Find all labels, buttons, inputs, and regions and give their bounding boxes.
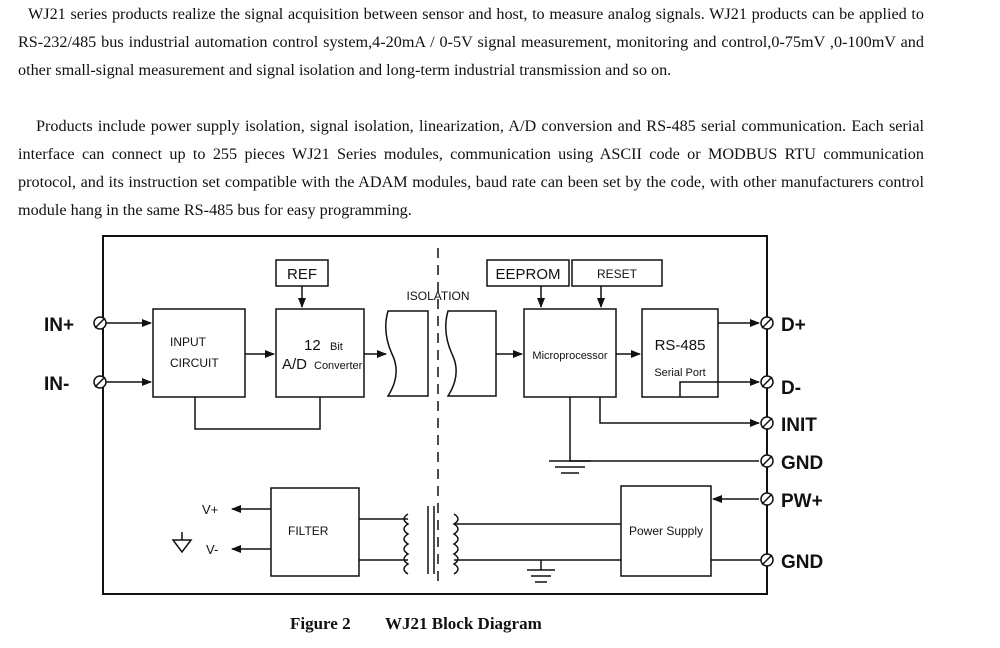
- microprocessor-box: [523, 308, 617, 398]
- figure-title: WJ21 Block Diagram: [385, 614, 542, 633]
- v-plus-label: V+: [202, 502, 218, 517]
- terminal-pw-plus-icon: [760, 492, 774, 506]
- v-minus-label: V-: [206, 542, 218, 557]
- ref-label: REF: [287, 266, 317, 283]
- serial-port-label: Serial Port: [654, 367, 705, 379]
- ground-icon-top: [549, 460, 591, 474]
- terminal-d-minus-icon: [760, 375, 774, 389]
- filter-box: [270, 487, 360, 577]
- terminal-init-label: INIT: [781, 415, 817, 436]
- adc-bit-unit: Bit: [330, 341, 343, 353]
- ground-icon-bottom: [527, 569, 555, 583]
- input-circuit-line2: CIRCUIT: [170, 356, 219, 370]
- ref-box: [275, 259, 329, 287]
- terminal-d-minus-label: D-: [781, 378, 801, 399]
- rs485-label: RS-485: [655, 337, 706, 354]
- isolation-label: ISOLATION: [406, 289, 469, 303]
- module-outline: [102, 235, 768, 595]
- microprocessor-label: Microprocessor: [532, 350, 608, 362]
- terminal-gnd-bottom-icon: [760, 553, 774, 567]
- adc-converter: Converter: [314, 360, 363, 372]
- adc-bits: 12: [304, 337, 321, 354]
- terminal-gnd-bottom-label: GND: [781, 552, 823, 573]
- terminal-in-plus-label: IN+: [44, 315, 74, 336]
- power-supply-box: [620, 485, 712, 577]
- intro-paragraph: WJ21 series products realize the signal …: [18, 5, 924, 79]
- figure-number: Figure 2: [290, 614, 351, 633]
- terminal-in-minus-label: IN-: [44, 374, 69, 395]
- terminal-in-plus-icon: [93, 316, 107, 330]
- terminal-d-plus-label: D+: [781, 315, 806, 336]
- input-circuit-box: [152, 308, 246, 398]
- terminal-d-plus-icon: [760, 316, 774, 330]
- adc-ad: A/D: [282, 356, 307, 373]
- filter-label: FILTER: [288, 524, 329, 538]
- terminal-gnd-top-label: GND: [781, 453, 823, 474]
- reset-box: [571, 259, 663, 287]
- terminal-in-minus-icon: [93, 375, 107, 389]
- optocoupler-right: [445, 310, 497, 397]
- optocoupler-left: [385, 310, 429, 397]
- power-supply-label: Power Supply: [629, 524, 703, 538]
- ground-triangle-icon: [171, 532, 193, 554]
- input-circuit-line1: INPUT: [170, 335, 207, 349]
- reset-label: RESET: [597, 267, 638, 281]
- terminal-init-icon: [760, 416, 774, 430]
- block-diagram: ISOLATION REF EEPROM RESET INPUT CIRCUIT…: [44, 235, 823, 595]
- adc-box: [275, 308, 365, 398]
- terminal-pw-plus-label: PW+: [781, 491, 823, 512]
- eeprom-label: EEPROM: [495, 266, 560, 283]
- transformer-icon: [359, 506, 462, 575]
- products-paragraph: Products include power supply isolation,…: [18, 117, 924, 219]
- terminal-gnd-top-icon: [760, 454, 774, 468]
- eeprom-box: [486, 259, 570, 287]
